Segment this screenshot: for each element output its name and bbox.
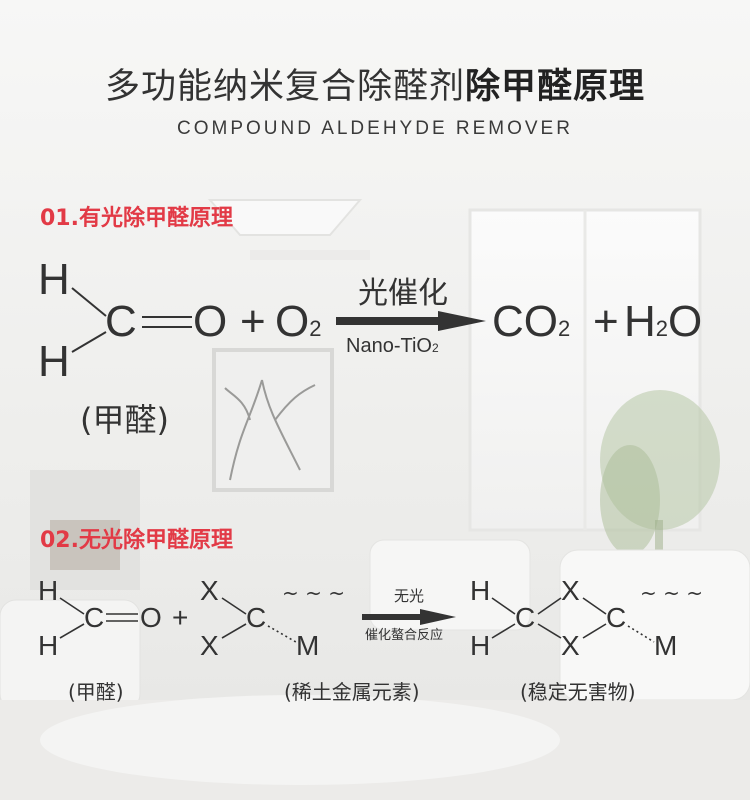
s1-arrow-below-sub: 2 [431, 341, 439, 355]
s1-formaldehyde-label: (甲醛) [80, 401, 169, 439]
s1-co2-main: CO [492, 297, 558, 346]
s2-reagent-bond-x-bottom [221, 623, 247, 639]
s1-reaction-arrow [336, 311, 486, 331]
s2-product-h-top: H [470, 575, 491, 606]
s2-product-x-bottom: X [561, 630, 580, 661]
s2-product-label: (稳定无害物) [520, 680, 636, 704]
s2-product-bond-m [627, 625, 655, 643]
s2-reagent-wave: ~ ~ ~ [282, 581, 345, 605]
s2-product-h-bottom: H [470, 630, 491, 661]
s2-arrow-above: 无光 [394, 587, 425, 605]
s2-product-bond-c1-x-top [537, 597, 562, 615]
s1-h2o-h: H [624, 297, 656, 346]
s2-plus: + [172, 602, 189, 633]
s1-co2-sub: 2 [558, 316, 571, 341]
s1-h2o-o: O [668, 297, 703, 346]
s2-h-bottom: H [38, 630, 59, 661]
s2-bond-h-bottom [59, 623, 85, 639]
s2-product-c2: C [606, 602, 627, 633]
title-normal: 多功能纳米复合除醛剂 [104, 67, 465, 107]
s1-arrow-below-main: Nano-TiO [346, 335, 432, 357]
s2-reagent-x-top: X [200, 575, 219, 606]
s2-product-bond-h-top [491, 597, 516, 615]
s1-plus2: + [593, 297, 619, 346]
s1-o2-sub: 2 [309, 316, 322, 341]
s1-co2: CO2 [492, 300, 570, 344]
s2-product-m: M [654, 630, 678, 661]
s2-product-x-top: X [561, 575, 580, 606]
s1-h-top: H [38, 255, 70, 304]
s2-product-bond-h-bottom [491, 623, 516, 639]
s1-o: O [193, 297, 228, 346]
s2-reagent-m: M [296, 630, 320, 661]
s1-bond-h-bottom [71, 331, 107, 353]
s2-reagent-bond-x-top [221, 597, 247, 615]
s2-c: C [84, 602, 105, 633]
s2-reagent-label: (稀土金属元素) [284, 680, 420, 704]
s1-h-bottom: H [38, 337, 70, 386]
s2-o: O [140, 602, 162, 633]
s1-bond-h-top [71, 287, 107, 317]
s1-arrow-above: 光催化 [358, 276, 448, 311]
s2-product-bond-x-top-c2 [582, 597, 607, 615]
s2-reagent-c: C [246, 602, 267, 633]
section2-heading: 02.无光除甲醛原理 [40, 528, 233, 553]
s1-h2o-sub: 2 [655, 316, 669, 341]
s1-o2-main: O [275, 297, 310, 346]
title-bold: 除甲醛原理 [465, 67, 646, 107]
s1-c: C [105, 297, 137, 346]
page-title: 多功能纳米复合除醛剂除甲醛原理 [0, 58, 750, 109]
s2-formaldehyde-label: (甲醛) [68, 680, 124, 704]
s2-arrow-below: 催化螯合反应 [365, 628, 444, 643]
s1-o2: O2 [275, 300, 321, 344]
s2-bond-h-top [59, 597, 85, 615]
s2-reagent-bond-m [267, 625, 297, 643]
s2-product-wave: ~ ~ ~ [640, 581, 703, 605]
s2-reaction-arrow [362, 609, 456, 625]
s1-arrow-below: Nano-TiO2 [346, 335, 439, 358]
section1-heading: 01.有光除甲醛原理 [40, 206, 233, 231]
s2-product-bond-x-bottom-c2 [582, 623, 607, 639]
s1-h2o: H2O [624, 300, 702, 344]
page-subtitle: COMPOUND ALDEHYDE REMOVER [177, 118, 573, 139]
s2-reagent-x-bottom: X [200, 630, 219, 661]
s2-product-bond-c1-x-bottom [537, 623, 562, 639]
s1-plus1: + [240, 297, 266, 346]
s2-product-c1: C [515, 602, 536, 633]
s2-h-top: H [38, 575, 59, 606]
